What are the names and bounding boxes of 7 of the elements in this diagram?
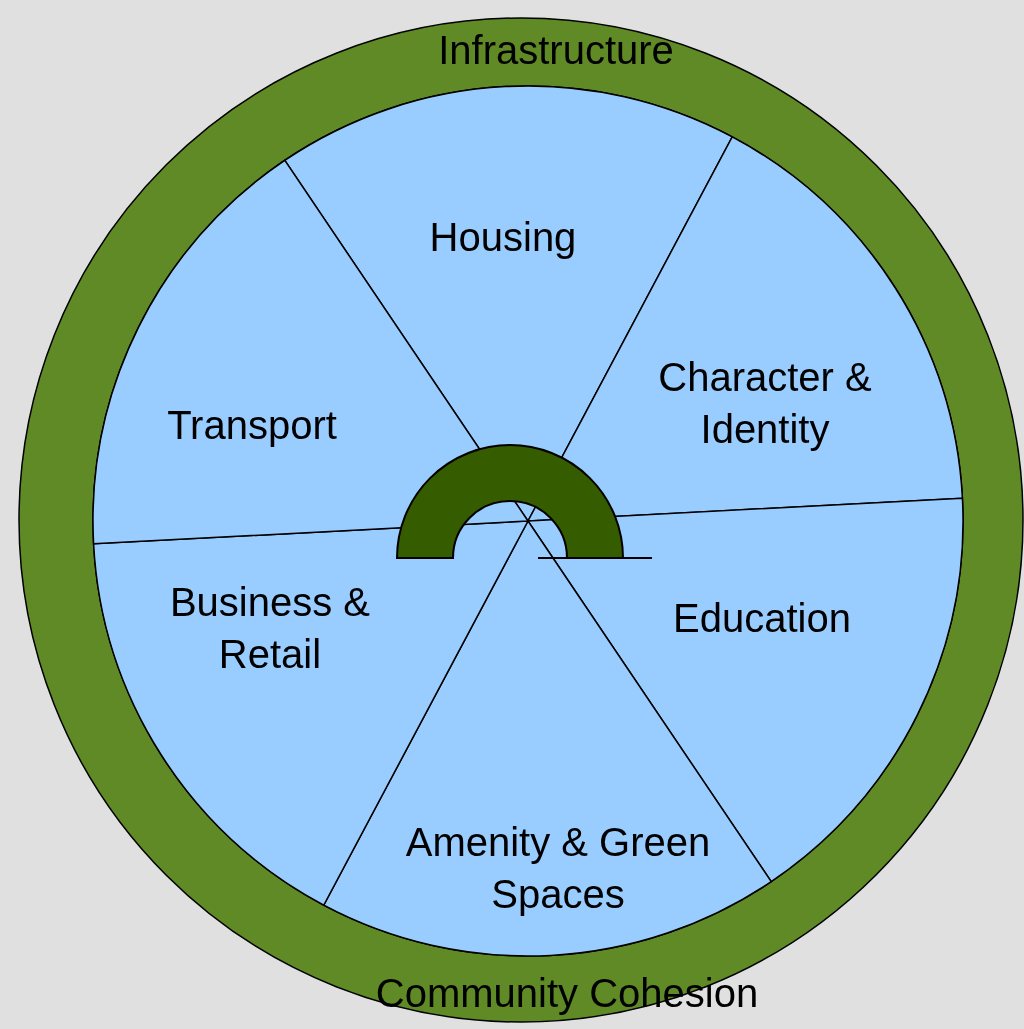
- segment-label: Amenity & Green Spaces: [404, 819, 712, 918]
- segment-label: Business & Retail: [168, 579, 372, 678]
- segment-label: Housing: [428, 214, 578, 261]
- ring-label: Infrastructure: [438, 27, 674, 74]
- segment-label: Transport: [166, 402, 338, 449]
- segment-label: Character & Identity: [657, 354, 873, 453]
- segment-label: Education: [672, 595, 852, 642]
